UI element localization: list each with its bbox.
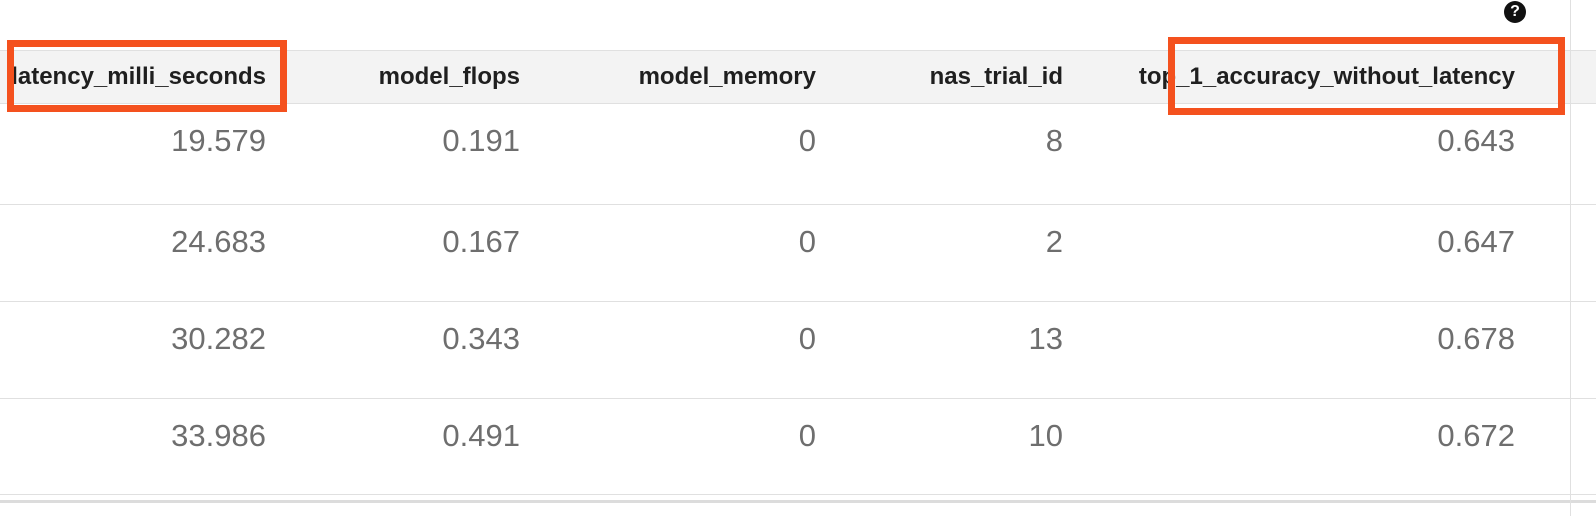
cell-nas_trial_id: 8 <box>1045 123 1063 158</box>
column-header-nas_trial_id[interactable]: nas_trial_id <box>818 50 1065 104</box>
bottom-divider <box>0 500 1596 503</box>
cell-top_1_accuracy_without_latency: 0.678 <box>1437 321 1515 356</box>
cell-model_memory: 0 <box>798 224 816 259</box>
cell-model_flops: 0.191 <box>442 123 520 158</box>
column-header-model_memory[interactable]: model_memory <box>523 50 818 104</box>
cell-nas_trial_id: 2 <box>1045 224 1063 259</box>
cell-model_flops: 0.343 <box>442 321 520 356</box>
cell-top_1_accuracy_without_latency: 0.672 <box>1437 418 1515 453</box>
table-row: 19.579 0.191 0 8 0.643 <box>0 104 1596 205</box>
cell-model_flops: 0.167 <box>442 224 520 259</box>
column-header-spacer <box>1570 50 1596 104</box>
cell-top_1_accuracy_without_latency: 0.643 <box>1437 123 1515 158</box>
cell-latency_milli_seconds: 24.683 <box>171 224 266 259</box>
column-header-top_1_accuracy_without_latency[interactable]: top_1_accuracy_without_latency <box>1065 50 1570 104</box>
table-row: 33.986 0.491 0 10 0.672 <box>0 399 1596 495</box>
cell-latency_milli_seconds: 19.579 <box>171 123 266 158</box>
cell-model_memory: 0 <box>798 123 816 158</box>
cell-top_1_accuracy_without_latency: 0.647 <box>1437 224 1515 259</box>
cell-spacer <box>1570 104 1596 205</box>
table-row: 30.282 0.343 0 13 0.678 <box>0 302 1596 399</box>
cell-latency_milli_seconds: 33.986 <box>171 418 266 453</box>
cell-model_memory: 0 <box>798 321 816 356</box>
cell-spacer <box>1570 205 1596 302</box>
table-row: 24.683 0.167 0 2 0.647 <box>0 205 1596 302</box>
cell-latency_milli_seconds: 30.282 <box>171 321 266 356</box>
cell-nas_trial_id: 13 <box>1028 321 1063 356</box>
partial-next-row <box>0 495 1596 500</box>
cell-model_flops: 0.491 <box>442 418 520 453</box>
help-icon[interactable]: ? <box>1504 1 1526 23</box>
cell-spacer <box>1570 302 1596 399</box>
column-header-model_flops[interactable]: model_flops <box>270 50 523 104</box>
cell-nas_trial_id: 10 <box>1028 418 1063 453</box>
table-toolbar: ? <box>0 0 1596 50</box>
cell-model_memory: 0 <box>798 418 816 453</box>
column-header-latency_milli_seconds[interactable]: latency_milli_seconds <box>0 50 270 104</box>
table-body: 19.579 0.191 0 8 0.643 24.683 0.167 0 2 0.647 30.2… <box>0 104 1596 495</box>
cell-spacer <box>1570 399 1596 495</box>
